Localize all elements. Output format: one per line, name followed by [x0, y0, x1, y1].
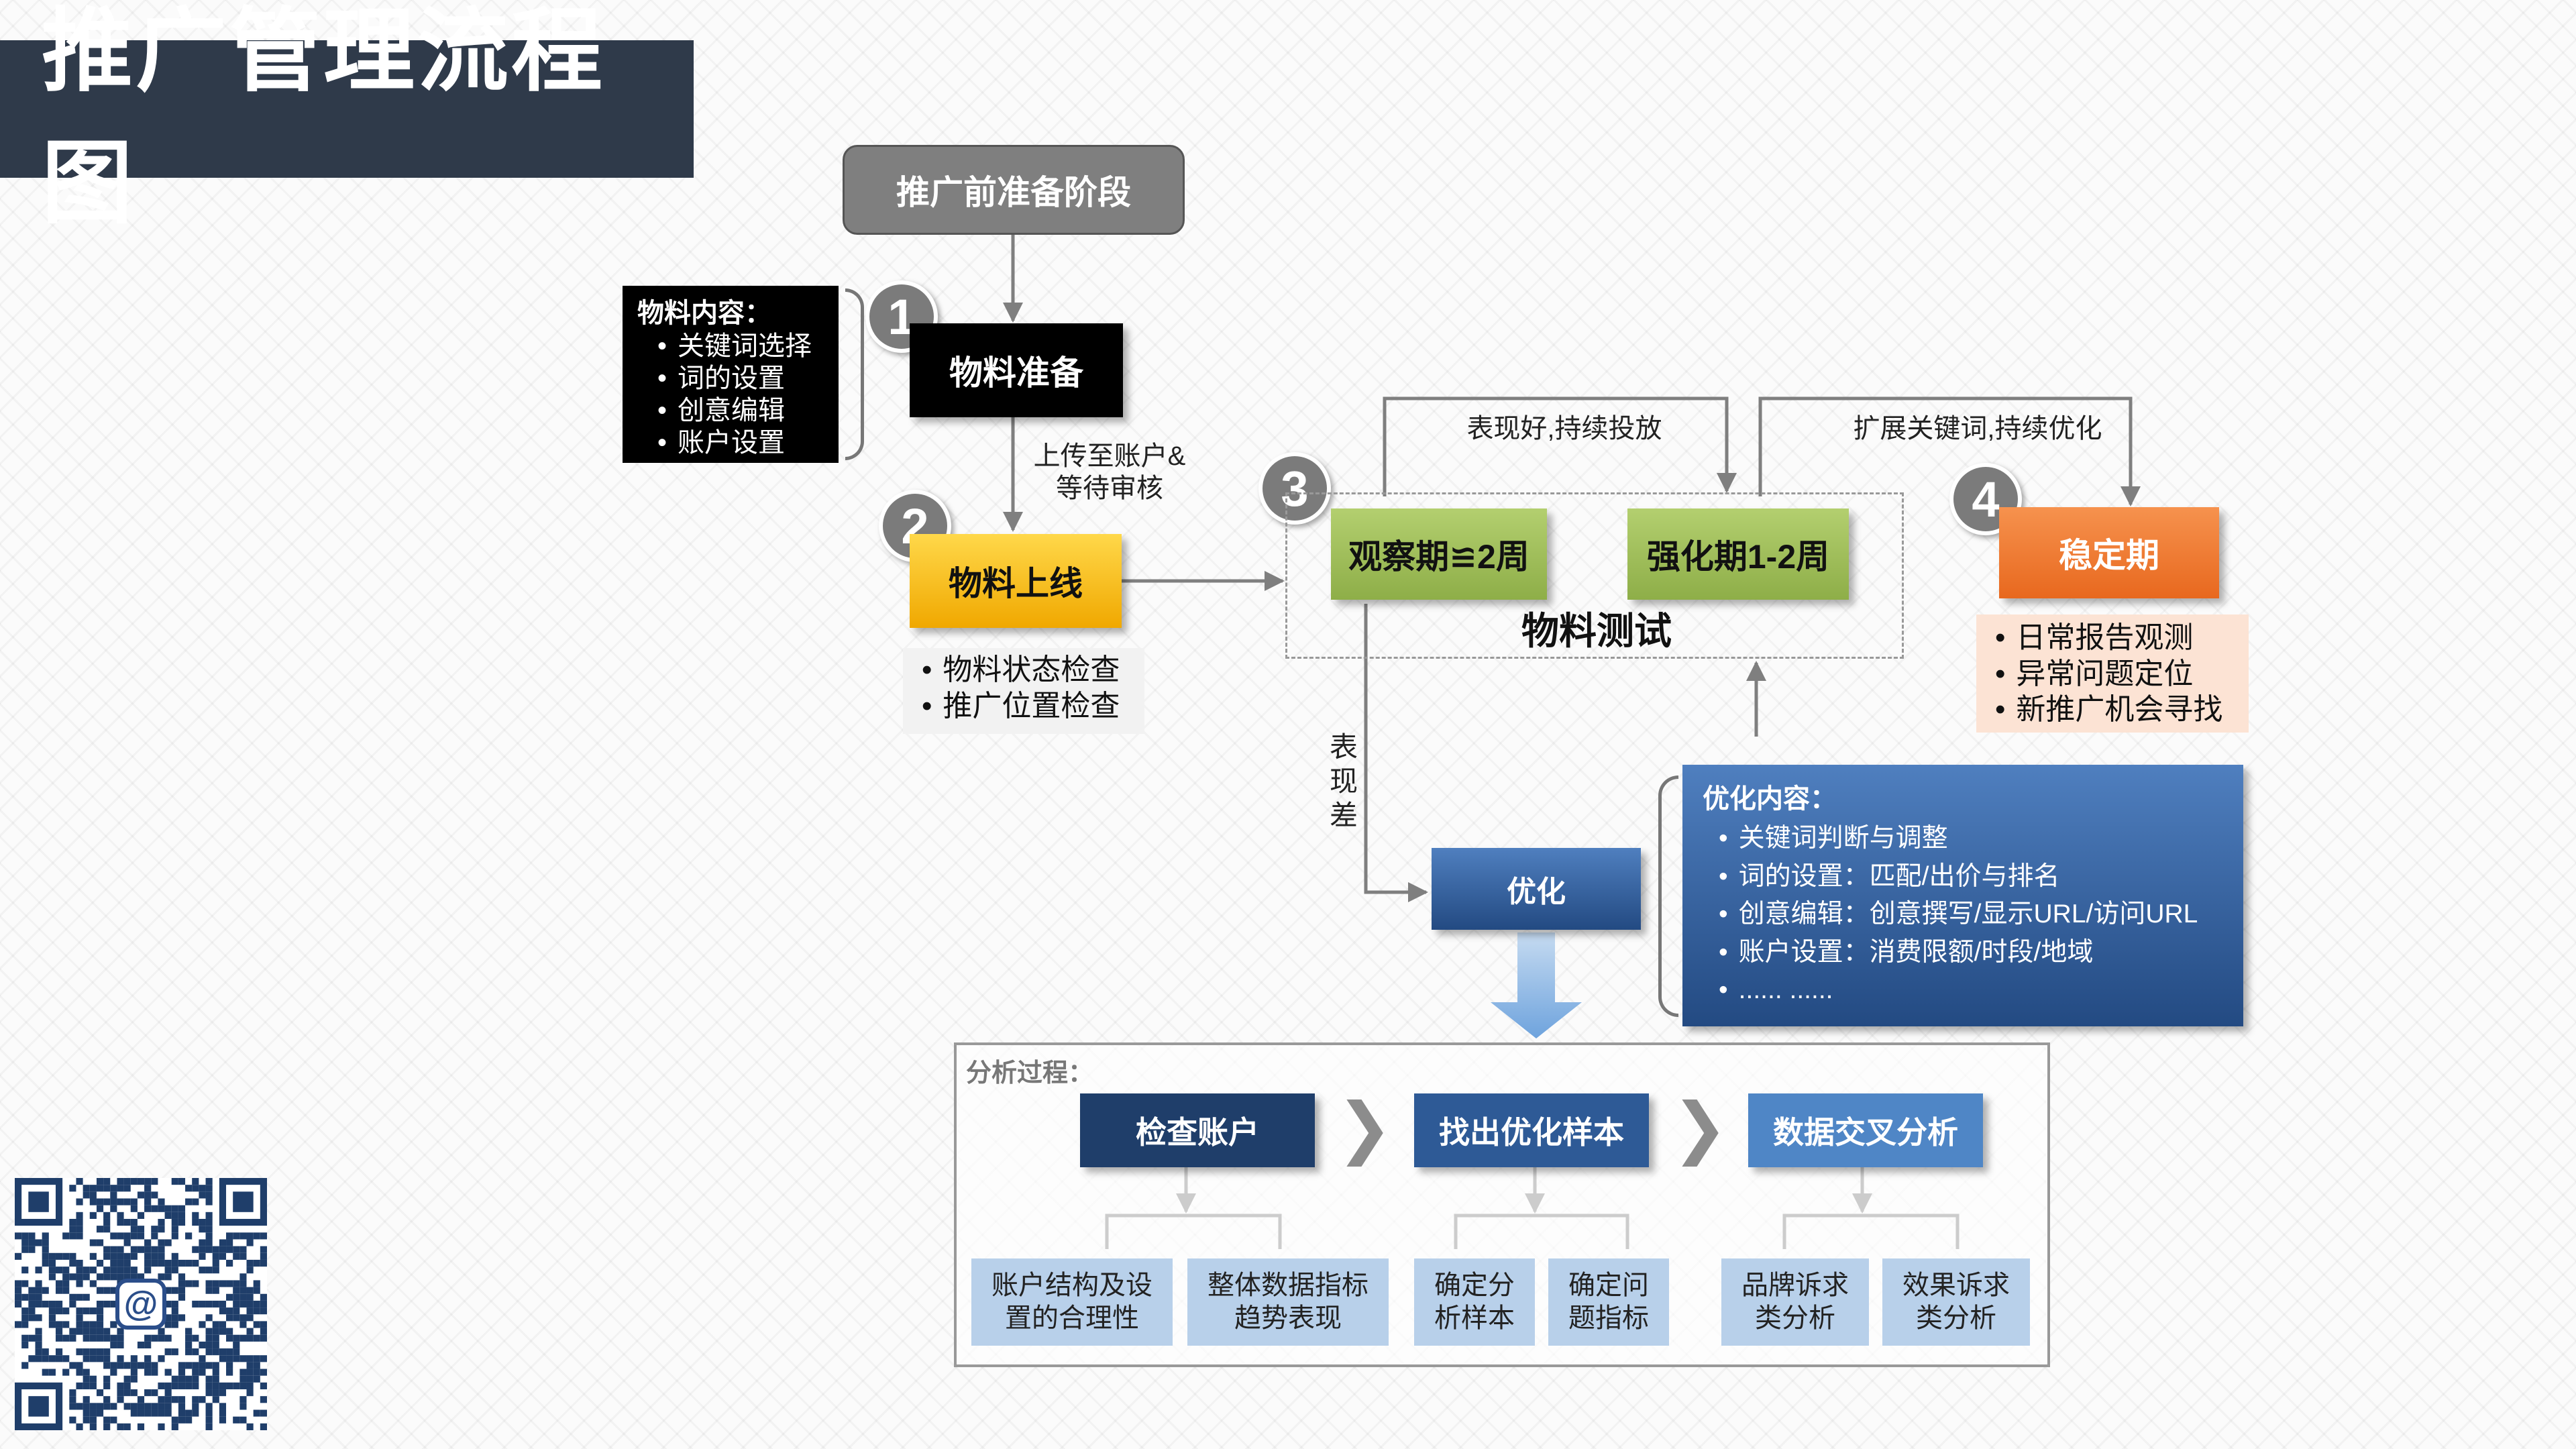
material-content-item: 创意编辑 [657, 394, 824, 427]
arrow-perform-bad [1364, 604, 1428, 902]
material-prep-node: 物料准备 [910, 323, 1123, 417]
chevron-right-icon: ❯ [1336, 1089, 1393, 1165]
upload-label: 上传至账户& 等待审核 [1022, 440, 1197, 504]
analysis-leaf-line: 析样本 [1434, 1303, 1515, 1333]
online-check-item: 物料状态检查 [922, 652, 1138, 688]
analysis-leaf: 效果诉求 类分析 [1882, 1258, 2030, 1346]
analysis-step-label: 检查账户 [1136, 1115, 1259, 1150]
analysis-leaf-line: 类分析 [1755, 1303, 1835, 1333]
analysis-step-check-account: 检查账户 [1080, 1093, 1315, 1167]
chevron-right-icon: ❯ [1672, 1089, 1728, 1165]
strengthen-node: 强化期1-2周 [1627, 508, 1849, 600]
analysis-leaf-line: 趋势表现 [1234, 1303, 1342, 1333]
upload-label-line2: 等待审核 [1056, 474, 1163, 503]
arrow-perform-good [1383, 396, 1737, 496]
qr-code-icon[interactable]: @ [15, 1178, 267, 1430]
qr-code-pattern [15, 1178, 267, 1430]
material-content-item: 词的设置 [657, 362, 824, 394]
analysis-step-label: 数据交叉分析 [1773, 1115, 1958, 1150]
perform-good-label: 表现好,持续投放 [1466, 414, 1662, 443]
perform-bad-label: 表现差 [1329, 731, 1358, 832]
analysis-step-label: 找出优化样本 [1439, 1115, 1624, 1150]
stable-items-box: 日常报告观测 异常问题定位 新推广机会寻找 [1976, 614, 2249, 733]
material-test-frame [1285, 492, 1904, 659]
analysis-leaf-line: 效果诉求 [1902, 1271, 2010, 1301]
material-content-item: 账户设置 [657, 427, 824, 459]
material-bracket [845, 288, 864, 460]
prep-stage-node: 推广前准备阶段 [843, 145, 1185, 235]
analysis-step-cross-analysis: 数据交叉分析 [1748, 1093, 1983, 1167]
big-down-arrow [1491, 932, 1582, 1038]
analysis-title: 分析过程： [966, 1059, 1094, 1087]
optimize-content-item: 关键词判断与调整 [1719, 820, 2223, 858]
expand-label: 扩展关键词,持续优化 [1853, 414, 2102, 443]
qr-center-at-icon: @ [115, 1279, 166, 1330]
step-number-3: 3 [1258, 452, 1331, 525]
analysis-leaf: 确定问 题指标 [1548, 1258, 1669, 1346]
analysis-leaf-line: 品牌诉求 [1741, 1271, 1849, 1301]
optimize-content-box: 优化内容： 关键词判断与调整 词的设置：匹配/出价与排名 创意编辑：创意撰写/显… [1682, 765, 2243, 1026]
analysis-leaf-line: 整体数据指标 [1208, 1271, 1368, 1301]
observe-node: 观察期≌2周 [1331, 508, 1547, 600]
stable-node: 稳定期 [1999, 507, 2219, 598]
optimize-label: 优化 [1507, 875, 1566, 908]
material-prep-label: 物料准备 [949, 354, 1083, 392]
optimize-bracket [1658, 775, 1678, 1017]
optimize-content-title: 优化内容： [1703, 784, 1837, 814]
material-content-title: 物料内容： [637, 299, 771, 328]
analysis-leaf: 品牌诉求 类分析 [1721, 1258, 1869, 1346]
optimize-content-item: ...... ...... [1719, 971, 2223, 1010]
stable-item: 新推广机会寻找 [1995, 692, 2242, 728]
analysis-leaf-line: 置的合理性 [1005, 1303, 1139, 1333]
arrow-expand [1758, 396, 2141, 506]
strengthen-label: 强化期1-2周 [1646, 538, 1830, 576]
analysis-leaf: 确定分 析样本 [1414, 1258, 1535, 1346]
analysis-leaf-line: 类分析 [1916, 1303, 1996, 1333]
optimize-content-item: 词的设置：匹配/出价与排名 [1719, 858, 2223, 896]
analysis-leaf: 整体数据指标 趋势表现 [1187, 1258, 1389, 1346]
analysis-leaf-line: 确定问 [1568, 1271, 1649, 1301]
stable-item: 异常问题定位 [1995, 656, 2242, 692]
analysis-leaf-line: 题指标 [1568, 1303, 1649, 1333]
material-test-label: 物料测试 [1521, 610, 1672, 652]
online-checks-box: 物料状态检查 推广位置检查 [903, 648, 1144, 734]
analysis-leaf-line: 确定分 [1434, 1271, 1515, 1301]
observe-label: 观察期≌2周 [1348, 538, 1529, 576]
material-content-item: 关键词选择 [657, 330, 824, 362]
material-online-label: 物料上线 [949, 565, 1083, 602]
analysis-leaf-line: 账户结构及设 [991, 1271, 1152, 1301]
optimize-content-item: 账户设置：消费限额/时段/地域 [1719, 934, 2223, 972]
prep-stage-label: 推广前准备阶段 [896, 174, 1131, 211]
upload-label-line1: 上传至账户& [1033, 441, 1186, 471]
material-online-node: 物料上线 [910, 534, 1122, 628]
stable-item: 日常报告观测 [1995, 620, 2242, 656]
analysis-leaf: 账户结构及设 置的合理性 [971, 1258, 1173, 1346]
online-check-item: 推广位置检查 [922, 688, 1138, 724]
material-content-box: 物料内容： 关键词选择 词的设置 创意编辑 账户设置 [623, 286, 839, 463]
optimize-content-item: 创意编辑：创意撰写/显示URL/访问URL [1719, 896, 2223, 934]
optimize-node: 优化 [1432, 848, 1641, 930]
analysis-step-find-samples: 找出优化样本 [1414, 1093, 1649, 1167]
stable-label: 稳定期 [2059, 537, 2159, 574]
